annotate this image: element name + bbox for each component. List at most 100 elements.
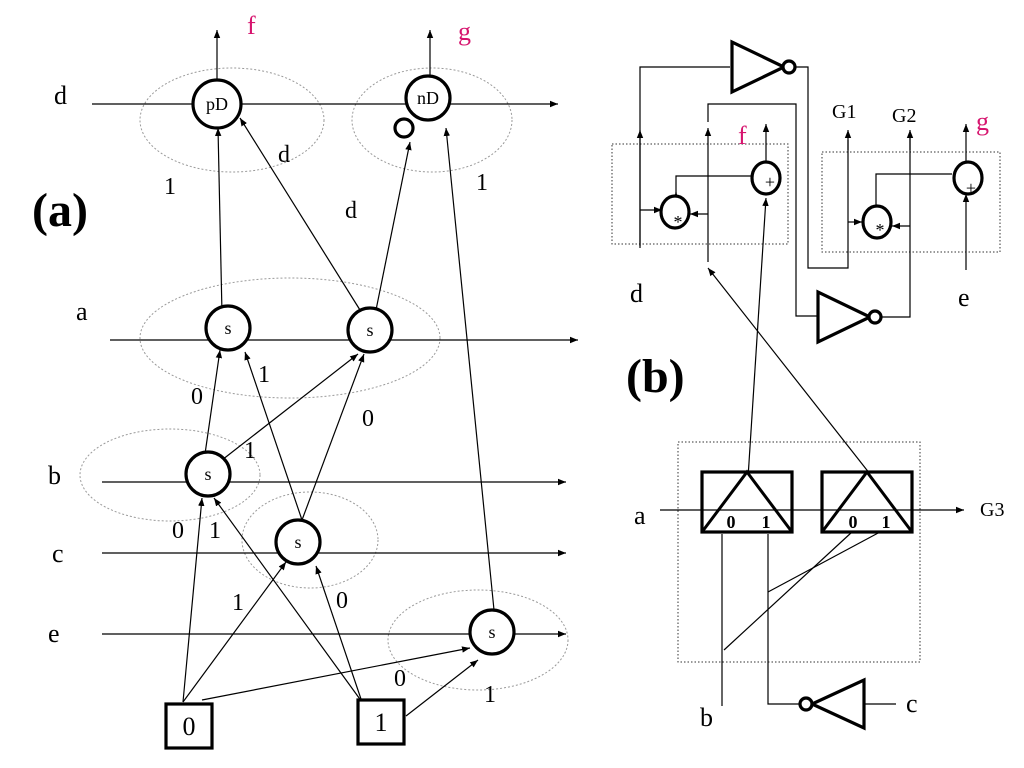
input-label-b: b xyxy=(700,703,713,732)
node-a2-label: s xyxy=(366,320,373,340)
var-label-c: c xyxy=(52,539,64,568)
edge-label: 0 xyxy=(394,666,406,692)
edge-label: 0 xyxy=(172,518,184,544)
terminal-0: 0 xyxy=(164,702,214,750)
wire-g2 xyxy=(881,134,911,318)
complement-bubble xyxy=(393,117,415,139)
wire-inv2-in xyxy=(707,103,818,317)
node-b-label: s xyxy=(204,464,211,484)
var-label-a: a xyxy=(76,297,88,326)
edge-label: d xyxy=(345,198,357,224)
output-label-f-b: f xyxy=(738,121,747,150)
wire-c-to-mux2 xyxy=(767,531,881,593)
edge-b-a1 xyxy=(204,349,223,455)
mux-1: 0 1 xyxy=(700,469,794,534)
plus-symbol: + xyxy=(966,178,976,198)
wire-c-to-mux1 xyxy=(767,534,800,705)
inverter-top xyxy=(730,39,788,95)
var-label-d: d xyxy=(54,81,67,110)
inverter-c xyxy=(808,677,866,731)
mux-1-one: 1 xyxy=(762,512,771,532)
inverter-mid xyxy=(816,289,874,345)
output-label-f: f xyxy=(247,11,256,40)
group-ellipse-e xyxy=(387,589,569,691)
node-c-label: s xyxy=(294,532,301,552)
group-ellipse-c xyxy=(241,491,379,589)
group-ellipse-nd xyxy=(351,67,513,173)
edge-1-e xyxy=(405,659,479,717)
mux-2-one: 1 xyxy=(882,512,891,532)
mux-2: 0 1 xyxy=(820,469,914,534)
edge-c-a1 xyxy=(244,351,303,521)
mult-symbol: * xyxy=(876,220,885,240)
input-label-d: d xyxy=(630,279,643,308)
panel-a-label: (a) xyxy=(32,184,88,237)
edge-label: 0 xyxy=(191,384,203,410)
var-label-b: b xyxy=(48,461,61,490)
node-c: s xyxy=(274,518,322,566)
edge-label: 1 xyxy=(258,362,270,388)
terminal-0-label: 0 xyxy=(183,712,196,741)
edge-label: 1 xyxy=(164,174,176,200)
output-label-g1: G1 xyxy=(832,101,856,123)
inverter-mid-bubble xyxy=(867,309,883,325)
wire-mux2-to-mid xyxy=(707,267,871,475)
panel-b-label: (b) xyxy=(626,350,685,403)
output-label-g-b: g xyxy=(976,107,989,136)
output-label-g2: G2 xyxy=(892,105,916,127)
input-label-c: c xyxy=(906,689,918,718)
group-ellipse-b xyxy=(79,428,261,522)
adder-g xyxy=(952,160,984,196)
edge-label: d xyxy=(278,142,290,168)
edge-0-c xyxy=(182,561,287,703)
node-pd: pD xyxy=(191,78,243,130)
edge-0-e xyxy=(201,646,471,701)
var-label-e: e xyxy=(48,619,60,648)
group-ellipse-a xyxy=(139,277,441,399)
edge-1-c xyxy=(315,565,363,703)
edge-label: 1 xyxy=(484,682,496,708)
panel-a: pD nD s s s s s 0 xyxy=(32,11,578,750)
inverter-c-bubble xyxy=(798,696,814,712)
mux-2-zero: 0 xyxy=(849,512,858,532)
edge-e-nd xyxy=(443,127,495,611)
node-pd-label: pD xyxy=(206,94,228,114)
node-a1-label: s xyxy=(224,318,231,338)
edge-1-b xyxy=(213,497,363,703)
edge-0-b xyxy=(182,497,205,703)
block-box-g xyxy=(821,151,1001,253)
plus-symbol: + xyxy=(765,172,775,192)
edge-a2-nd xyxy=(375,141,412,311)
input-label-a: a xyxy=(634,501,646,530)
node-e-label: s xyxy=(488,622,495,642)
node-a1: s xyxy=(204,304,252,352)
edge-c-a2 xyxy=(301,353,365,521)
node-b: s xyxy=(184,450,232,498)
wire-b-to-mux2 xyxy=(723,531,853,651)
edge-label: 1 xyxy=(209,518,221,544)
adder-f xyxy=(750,160,782,196)
edge-label: 1 xyxy=(232,590,244,616)
node-nd: nD xyxy=(393,74,452,139)
multiplier-g xyxy=(861,204,893,240)
mux-1-zero: 0 xyxy=(727,512,736,532)
wire-mult-to-plus-g xyxy=(875,173,952,206)
node-nd-label: nD xyxy=(417,88,439,108)
panel-b: * + * + 0 1 0 1 xyxy=(611,39,1004,732)
edge-label: 1 xyxy=(244,438,256,464)
edge-label: 1 xyxy=(476,170,488,196)
node-a2: s xyxy=(346,306,394,354)
wire-mux1-to-f xyxy=(747,197,769,479)
group-ellipse-pd xyxy=(139,67,325,173)
edge-a2-pd xyxy=(239,117,361,311)
edge-a1-pd xyxy=(214,127,223,315)
edge-label: 0 xyxy=(362,406,374,432)
input-label-e: e xyxy=(958,283,970,312)
multiplier-f xyxy=(659,194,691,230)
terminal-1: 1 xyxy=(356,698,406,746)
wire-g1 xyxy=(796,66,849,269)
output-label-g: g xyxy=(458,17,471,46)
inverter-top-bubble xyxy=(781,59,797,75)
mult-symbol: * xyxy=(674,212,683,232)
